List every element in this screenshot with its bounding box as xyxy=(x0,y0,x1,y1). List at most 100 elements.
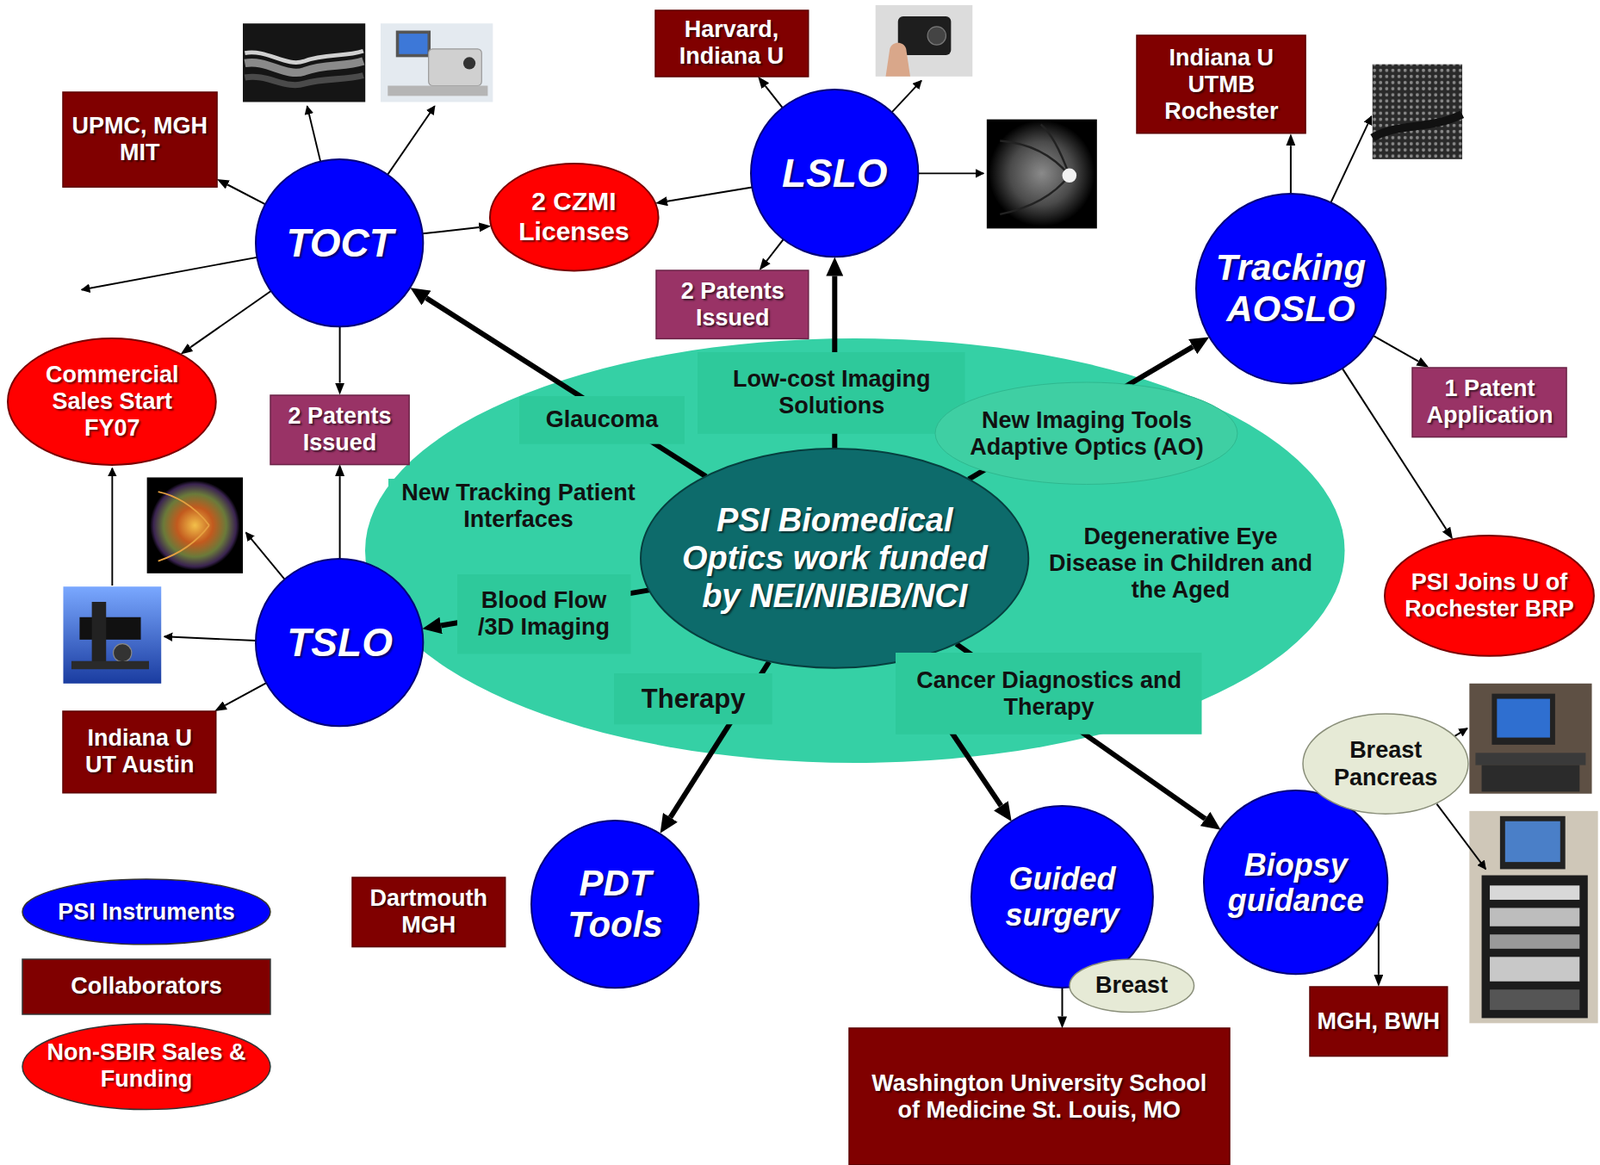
oct-scan-image xyxy=(242,23,366,102)
oct-device-image xyxy=(396,31,431,58)
shape-fill xyxy=(365,338,1346,763)
leader-arrow xyxy=(246,532,286,579)
connector-arrow xyxy=(765,86,783,109)
leader-arrow xyxy=(892,80,922,113)
tslo-device-image xyxy=(113,644,132,663)
connector-arrow xyxy=(339,476,342,559)
connector-arrow xyxy=(422,227,479,234)
oct-device-image xyxy=(463,56,476,69)
shape-fill xyxy=(519,396,685,445)
node-label: Harvard, Indiana U xyxy=(663,16,801,70)
shape-fill xyxy=(655,10,809,77)
oct-device-image xyxy=(398,33,428,55)
shape-fill xyxy=(895,652,1202,735)
lslo-fundus-image xyxy=(999,124,1070,215)
node-label: Cancer Diagnostics and Therapy xyxy=(911,667,1187,721)
shape-fill xyxy=(531,820,699,988)
shape-fill xyxy=(255,159,423,327)
oct-device-image xyxy=(380,23,493,102)
shape-fill xyxy=(62,92,218,187)
shape-fill xyxy=(1136,35,1306,134)
node-label: PSI Joins U of Rochester BRP xyxy=(1401,569,1577,623)
surgery-cart-image xyxy=(1489,907,1580,926)
shape-fill xyxy=(1309,986,1448,1057)
shape-outline xyxy=(849,1028,1230,1165)
aoslo-image xyxy=(1372,114,1463,138)
legend-swatch xyxy=(22,959,271,1015)
leader-arrow xyxy=(81,257,259,291)
surgery-cart-image xyxy=(1469,811,1598,1024)
surgery-cart-image xyxy=(1469,811,1598,1024)
leader-arrow xyxy=(1454,728,1468,737)
shape-fill xyxy=(7,338,217,466)
legend-swatch xyxy=(22,879,271,945)
shape-fill xyxy=(457,574,631,654)
connector-arrow xyxy=(1373,335,1419,362)
instrument-circle: Biopsy guidance xyxy=(1203,790,1388,974)
node-label: Therapy xyxy=(641,683,746,715)
oct-scan-image xyxy=(244,75,363,86)
surgery-cart-image xyxy=(1505,821,1561,863)
lslo-fundus-image xyxy=(988,120,1095,227)
node-label: New Tracking Patient Interfaces xyxy=(388,478,649,534)
node-label: Indiana U UTMB Rochester xyxy=(1145,44,1297,125)
shape-fill xyxy=(255,558,423,726)
node-label: New Imaging Tools Adaptive Optics (AO) xyxy=(960,407,1215,461)
node-label: 2 Patents Issued xyxy=(663,278,801,332)
shape-fill xyxy=(640,448,1029,669)
surgery-cart-image xyxy=(1482,875,1588,1019)
lslo-fundus-image xyxy=(1062,167,1078,183)
sales-ellipse: 2 CZMI Licenses xyxy=(489,163,659,271)
shape-fill xyxy=(62,711,217,794)
instrument-circle: TOCT xyxy=(255,159,423,327)
surgery-cart-image xyxy=(1489,885,1580,900)
shape-fill xyxy=(489,163,659,271)
program-ellipse: New Tracking Patient InterfacesDegenerat… xyxy=(365,338,1346,763)
node-label: Commercial Sales Start FY07 xyxy=(24,361,200,442)
legend-label: Collaborators xyxy=(70,973,223,1000)
surgery-cart-image xyxy=(1489,934,1580,949)
node-label: 2 Patents Issued xyxy=(277,403,403,457)
leader-arrow xyxy=(111,468,113,586)
shape-fill xyxy=(613,673,773,725)
shape-fill xyxy=(935,382,1238,484)
legend-item: Collaborators xyxy=(22,959,271,1015)
patent-box: 2 Patents Issued xyxy=(656,270,809,339)
tslo-fundus-image xyxy=(158,491,210,562)
shape-fill xyxy=(656,270,809,339)
legend-label: PSI Instruments xyxy=(57,899,236,926)
lslo-fundus-image xyxy=(986,119,1098,230)
oct-device-image xyxy=(380,23,493,102)
core-ellipse: PSI Biomedical Optics work funded by NEI… xyxy=(640,448,1029,669)
node-label: Washington University School of Medicine… xyxy=(868,1070,1211,1124)
biopsy-cart-image xyxy=(1475,752,1586,765)
shape-fill xyxy=(849,1028,1230,1165)
connector-arrow xyxy=(1289,145,1292,194)
connector-arrow xyxy=(224,682,267,706)
connector-arrow xyxy=(667,186,753,201)
topic-tag: Low-cost Imaging Solutions xyxy=(697,352,965,435)
leader-arrow xyxy=(164,636,257,641)
collaborator-box: Washington University School of Medicine… xyxy=(849,1028,1230,1165)
handheld-camera-image xyxy=(886,43,911,77)
tslo-fundus-image xyxy=(147,477,243,573)
node-label: TSLO xyxy=(286,620,393,666)
aoslo-image xyxy=(1372,64,1463,160)
shape-fill xyxy=(1196,193,1386,384)
node-label: 1 Patent Application xyxy=(1420,375,1559,429)
collaborator-box: MGH, BWH xyxy=(1309,986,1448,1057)
legend-item: PSI Instruments xyxy=(22,879,271,945)
legend-swatch xyxy=(22,1023,271,1111)
biopsy-cart-image xyxy=(1496,699,1551,738)
oct-scan-image xyxy=(244,50,363,63)
node-label: LSLO xyxy=(781,150,888,197)
node-label: Biopsy guidance xyxy=(1218,847,1373,919)
collaborator-box: Harvard, Indiana U xyxy=(655,10,809,77)
leader-arrow xyxy=(1330,116,1371,204)
connector-arrow xyxy=(1061,987,1064,1017)
legend-label: Non-SBIR Sales & Funding xyxy=(42,1039,251,1093)
leader-arrow xyxy=(307,105,321,162)
connector-arrow xyxy=(190,291,272,348)
shape-fill xyxy=(1203,790,1388,974)
tslo-device-image xyxy=(79,617,141,640)
